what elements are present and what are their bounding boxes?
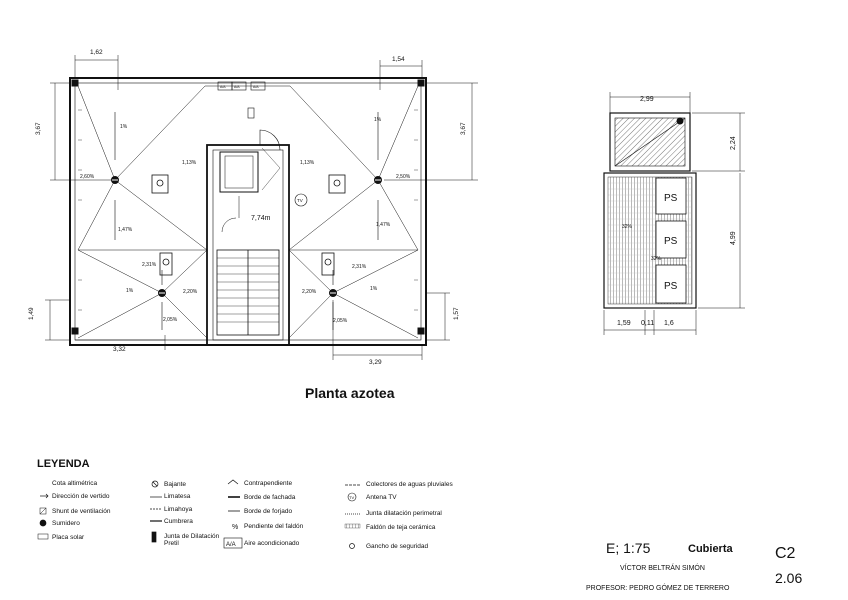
solar-panel-label: PS — [664, 193, 678, 204]
elevation-label: 7,74m — [251, 215, 271, 222]
solar-panel-label: PS — [664, 236, 678, 247]
professor-name: PROFESOR: PEDRO GÓMEZ DE TERRERO — [586, 585, 730, 592]
side-slope-label: 32% — [651, 256, 662, 262]
legend-item: Faldón de teja cerámica — [366, 524, 436, 531]
legend-item: Junta dilatación perimetral — [366, 510, 442, 517]
legend-item: Limatesa — [164, 493, 191, 500]
slope-label: 2,05% — [333, 318, 348, 324]
dim-right-upper: 3,67 — [460, 122, 467, 135]
aa-label: A/A — [253, 85, 259, 89]
legend-item: Contrapendiente — [244, 480, 293, 487]
slope-label: 1,13% — [300, 160, 315, 166]
aa-label: A/A — [234, 85, 240, 89]
plan-title: Planta azotea — [305, 385, 395, 401]
legend-item: Gancho de seguridad — [366, 543, 429, 550]
side-slope-label: 32% — [622, 224, 633, 230]
slope-label: 2,60% — [80, 174, 95, 180]
legend-item: Junta de Dilatación Pretil — [164, 533, 220, 547]
dim-bottom-right: 3,29 — [369, 359, 382, 366]
slope-label: 2,20% — [183, 289, 198, 295]
dim-top-right: 1,54 — [392, 56, 405, 63]
legend-item: Sumidero — [52, 520, 80, 527]
slope-label: 2,31% — [352, 264, 367, 270]
legend-item: Placa solar — [52, 534, 85, 541]
sheet-subject: Cubierta — [688, 543, 733, 555]
slope-label: 1% — [126, 288, 134, 294]
roof-ridge-lines — [77, 85, 419, 339]
slope-label: 2,50% — [396, 174, 411, 180]
stair-core — [206, 144, 290, 346]
dim-top-left: 1,62 — [90, 49, 103, 56]
percent-symbol: % — [232, 524, 238, 531]
slope-label: 1% — [120, 124, 128, 130]
legend-item: Shunt de ventilación — [52, 508, 111, 515]
legend-item: Bajante — [164, 481, 187, 488]
slope-label: 1% — [374, 117, 382, 123]
slope-label: 1% — [370, 286, 378, 292]
legend-item: Borde de forjado — [244, 508, 293, 515]
side-dim-b3: 1,6 — [664, 320, 674, 327]
slope-label: 1,13% — [182, 160, 197, 166]
roof-plan — [45, 55, 478, 360]
side-plan-labels: 2,99 2,24 4,99 1,59 0,11 1,6 PS PS PS 32… — [617, 96, 737, 327]
author-name: VÍCTOR BELTRÁN SIMÓN — [620, 565, 705, 572]
legend-item: Aire acondicionado — [244, 540, 300, 547]
slope-label: 2,31% — [142, 262, 157, 268]
side-dim-upper: 2,24 — [730, 136, 737, 150]
sheet-number: 2.06 — [775, 570, 803, 586]
slope-label: 2,05% — [163, 317, 178, 323]
side-dim-lower: 4,99 — [730, 231, 737, 245]
legend-item: Colectores de aguas pluviales — [366, 481, 453, 488]
drawing-code: C2 — [775, 545, 796, 562]
aa-label: A/A — [220, 85, 226, 89]
side-dim-b1: 1,59 — [617, 320, 631, 327]
legend-title: LEYENDA — [37, 458, 90, 470]
side-dim-b2: 0,11 — [641, 320, 654, 327]
legend-item: Pendiente del faldón — [244, 523, 304, 530]
legend-item: Borde de fachada — [244, 494, 296, 501]
legend-item: Cota altimétrica — [52, 480, 98, 487]
legend-symbols — [37, 479, 361, 549]
aa-symbol: A/A — [226, 542, 236, 548]
slope-label: 1,47% — [376, 222, 391, 228]
tv-symbol: TV — [349, 495, 354, 500]
legend-item: Cumbrera — [164, 518, 193, 525]
solar-panel-label: PS — [664, 281, 678, 292]
dim-right-lower: 1,57 — [453, 307, 460, 320]
dim-left-upper: 3,67 — [35, 122, 42, 135]
side-plan — [603, 92, 745, 335]
plan-labels: 1,62 1,54 3,67 3,67 1,49 1,57 3,32 3,29 … — [28, 49, 467, 366]
slope-label: 2,20% — [302, 289, 317, 295]
legend-item: Antena TV — [366, 494, 397, 501]
legend-symbol-text: A/A TV % — [226, 495, 354, 548]
side-dim-top: 2,99 — [640, 96, 654, 103]
legend-item: Limahoya — [164, 506, 193, 513]
tv-antenna-icon: TV — [297, 198, 303, 203]
slope-label: 1,47% — [118, 227, 133, 233]
dim-bottom-left: 3,32 — [113, 346, 126, 353]
legend-item: Dirección de vertido — [52, 493, 110, 500]
scale-label: E; 1:75 — [606, 540, 651, 556]
dim-left-lower: 1,49 — [28, 307, 35, 320]
